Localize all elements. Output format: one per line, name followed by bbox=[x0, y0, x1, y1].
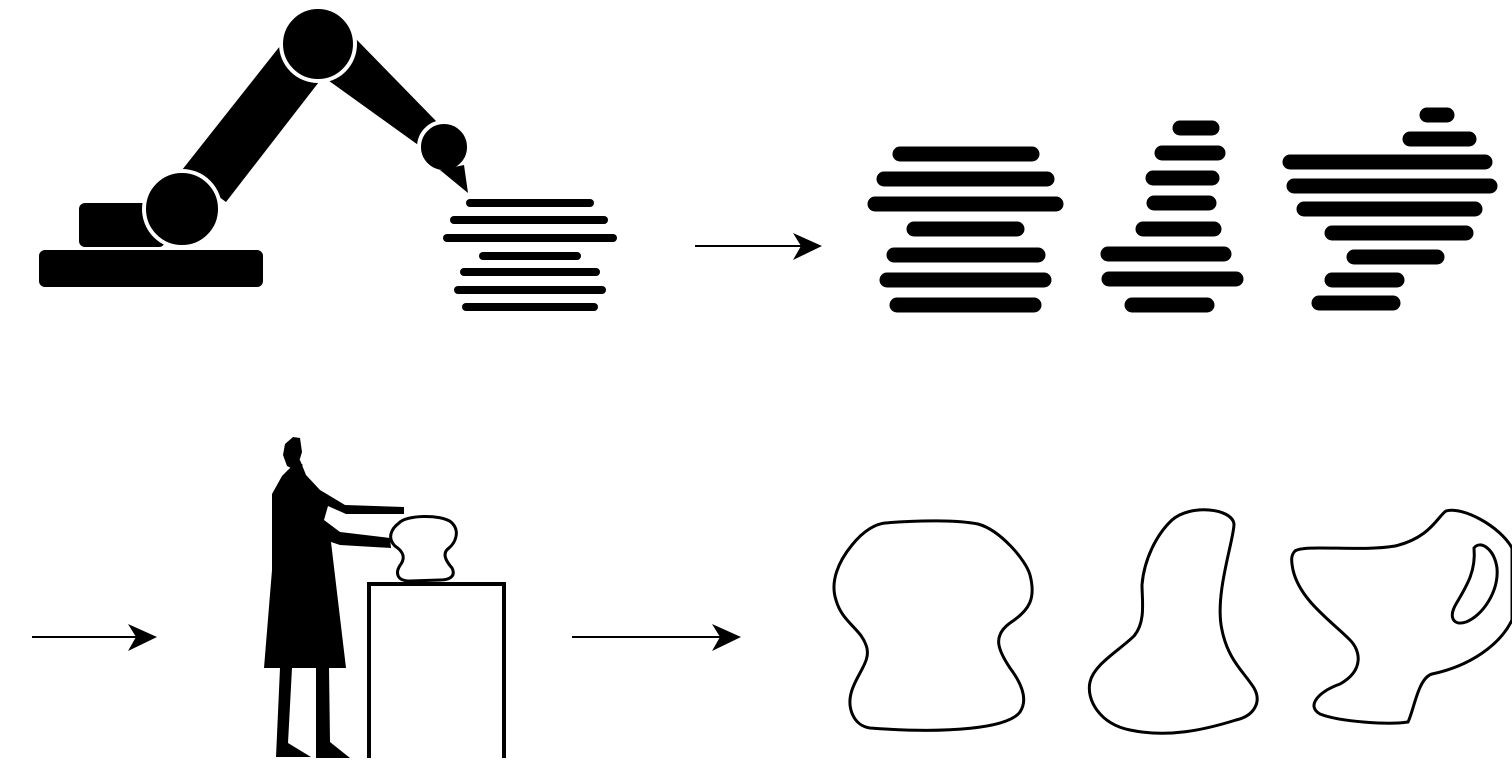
pedestal-table-icon bbox=[367, 582, 506, 758]
layer-stack-icon bbox=[443, 199, 617, 311]
robot-arm-icon bbox=[39, 5, 471, 287]
organic-vessel-outline-icon bbox=[1087, 508, 1259, 735]
stacked-vessel-profile-icon bbox=[1282, 107, 1498, 311]
arrow-right-icon bbox=[572, 624, 741, 651]
stacked-vessel-profile-icon bbox=[867, 146, 1064, 313]
person-sculpting-icon bbox=[264, 437, 404, 758]
arrow-right-icon bbox=[32, 624, 157, 651]
arrow-right-icon bbox=[695, 233, 822, 260]
handle-cutout bbox=[1450, 543, 1499, 625]
organic-vessel-outline-icon bbox=[832, 519, 1034, 732]
organic-vessel-outline-icon bbox=[389, 515, 458, 583]
stacked-vessel-profile-icon bbox=[1100, 120, 1244, 313]
organic-vessel-outline-icon bbox=[1290, 508, 1512, 725]
